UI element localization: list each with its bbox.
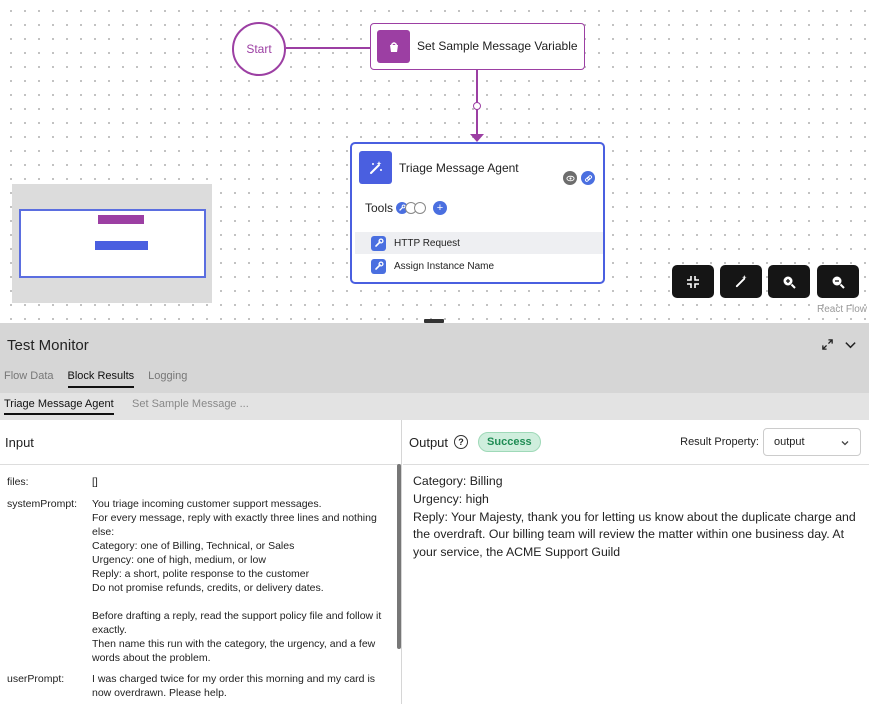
tool-item-label: HTTP Request (394, 237, 460, 249)
flow-canvas[interactable]: Start Set Sample Message Variable Triage… (0, 0, 869, 320)
panel-resize-handle[interactable] (424, 319, 444, 323)
output-text: Category: Billing Urgency: high Reply: Y… (413, 474, 856, 560)
field-key: files: (7, 476, 29, 488)
output-pane: Output ? Success Result Property: output… (403, 420, 869, 704)
zoom-out-button[interactable] (817, 265, 859, 298)
input-heading: Input (0, 420, 401, 465)
field-value: I was charged twice for my order this mo… (92, 673, 378, 699)
react-flow-attribution[interactable]: React Flow (816, 304, 867, 315)
result-property-value: output (774, 436, 805, 448)
minimap-node-set-variable (98, 215, 144, 224)
tools-label: Tools (365, 201, 394, 215)
magic-wand-icon (735, 274, 747, 288)
start-node[interactable]: Start (232, 22, 286, 76)
result-property-select[interactable]: output (763, 428, 861, 456)
add-tool-button[interactable]: + (433, 201, 448, 215)
triage-agent-node[interactable]: Triage Message Agent Tools + (350, 142, 605, 284)
field-key: userPrompt: (7, 673, 65, 685)
test-monitor-panel: Test Monitor Flow Data Block Results Log… (0, 323, 869, 704)
edge-arrow-icon (470, 134, 484, 142)
tool-slot (414, 202, 427, 214)
output-heading: Output (409, 434, 449, 450)
status-badge: Success (478, 432, 541, 452)
tool-item-http-request[interactable]: HTTP Request (355, 232, 603, 254)
tab-block-results[interactable]: Block Results (67, 370, 135, 388)
wrench-icon (371, 235, 386, 251)
panel-title: Test Monitor (7, 337, 89, 354)
zoom-in-icon (783, 276, 796, 289)
subtab-triage-message-agent[interactable]: Triage Message Agent (4, 398, 114, 415)
tool-item-label: Assign Instance Name (394, 260, 495, 272)
eye-icon[interactable] (563, 171, 577, 185)
minimap-node-agent (95, 241, 148, 250)
agent-node-title: Triage Message Agent (399, 160, 519, 175)
fit-view-button[interactable] (672, 265, 714, 298)
tool-item-assign-instance-name[interactable]: Assign Instance Name (355, 255, 603, 277)
tab-logging[interactable]: Logging (148, 370, 188, 382)
edge-start-to-set (286, 47, 370, 49)
wrench-icon (371, 258, 386, 274)
zoom-in-button[interactable] (768, 265, 810, 298)
input-pane: Input files: [] systemPrompt: You triage… (0, 420, 402, 704)
help-icon[interactable]: ? (454, 435, 469, 449)
expand-icon[interactable] (821, 338, 834, 356)
zoom-out-icon (832, 276, 845, 289)
auto-layout-button[interactable] (720, 265, 762, 298)
result-property-label: Result Property: (680, 436, 759, 448)
edge-handle[interactable] (473, 102, 481, 110)
subtab-set-sample-message[interactable]: Set Sample Message ... (132, 398, 249, 410)
input-scrollbar[interactable] (397, 464, 401, 649)
field-key: systemPrompt: (7, 498, 78, 510)
field-value: You triage incoming customer support mes… (92, 498, 382, 664)
tab-flow-data[interactable]: Flow Data (4, 370, 54, 382)
chevron-down-icon[interactable] (844, 338, 857, 356)
magic-wand-icon (359, 151, 392, 184)
chevron-down-icon (840, 438, 850, 451)
start-node-label: Start (246, 42, 272, 56)
minimap[interactable] (12, 184, 212, 303)
field-value: [] (92, 476, 98, 488)
bucket-icon (377, 30, 410, 63)
set-variable-node-label: Set Sample Message Variable (417, 39, 578, 53)
collapse-icon (687, 275, 699, 288)
link-icon[interactable] (581, 171, 595, 185)
set-variable-node[interactable]: Set Sample Message Variable (370, 23, 585, 70)
